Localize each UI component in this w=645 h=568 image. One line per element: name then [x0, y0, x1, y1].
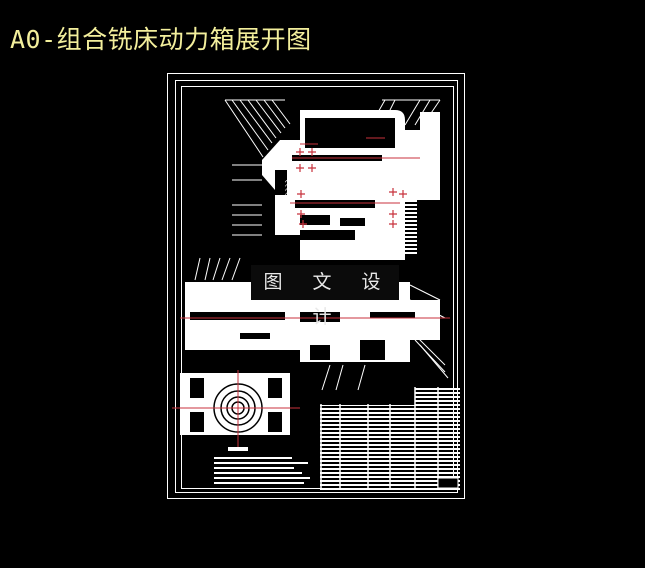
drawing-frame — [167, 73, 465, 499]
drawing-title: A0-组合铣床动力箱展开图 — [10, 25, 312, 54]
technical-notes — [214, 457, 310, 484]
main-unfolded-view — [224, 99, 441, 260]
parts-list-table — [320, 364, 460, 490]
spindle-section — [180, 257, 450, 379]
side-section-view — [172, 370, 310, 484]
watermark-label: 图 文 设 计 — [251, 265, 399, 328]
